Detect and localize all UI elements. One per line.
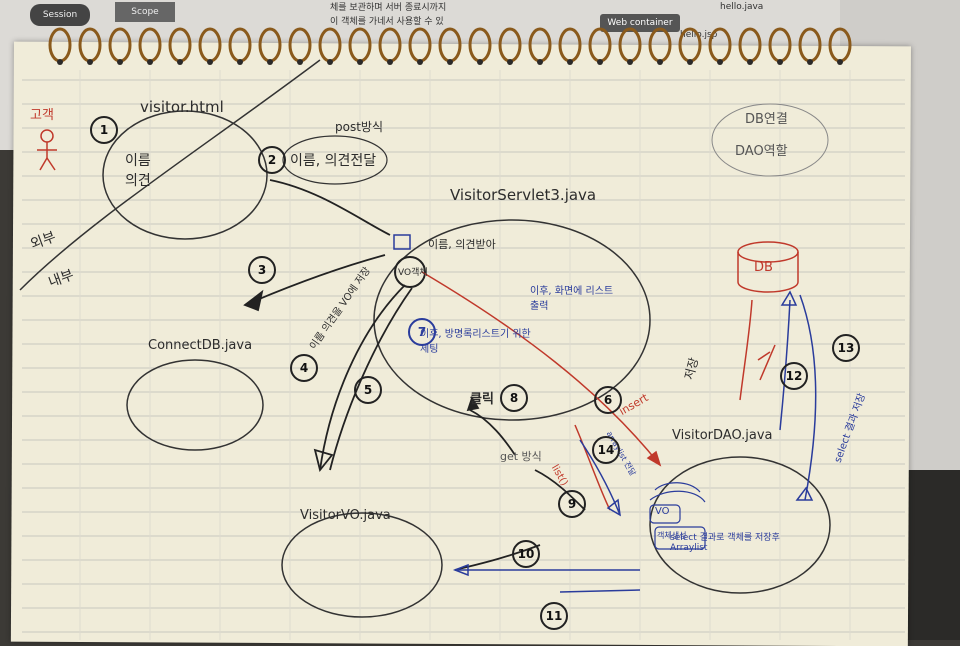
bg-doc-line1: 체를 보관하며 서버 종료시까지 — [330, 3, 447, 13]
step-7: 7 — [408, 318, 436, 346]
step-2: 2 — [258, 146, 286, 174]
visitordao-circle — [649, 456, 831, 594]
step-9: 9 — [558, 490, 586, 518]
step-8: 8 — [500, 384, 528, 412]
visitordao-label: VisitorDAO.java — [672, 428, 773, 443]
blue-arrows — [452, 290, 817, 593]
bg-hello-java: hello.java — [720, 2, 764, 12]
vo-stack — [649, 482, 706, 550]
step-10: 10 — [512, 540, 540, 568]
visitorvo-label: VisitorVO.java — [300, 508, 391, 523]
vo-in-dao-label: VO — [655, 506, 670, 517]
vo-object-circle — [394, 256, 426, 288]
get-method-label: get 방식 — [500, 450, 542, 463]
bg-doc-line2: 이 객체를 가네서 사용할 수 있 — [330, 17, 444, 27]
dao-role-label: DAO역할 — [735, 144, 788, 159]
spiral-rings — [48, 27, 852, 63]
visitor-html-label: visitor.html — [140, 98, 224, 116]
step-5: 5 — [354, 376, 382, 404]
vo-create-label: VO객체 — [398, 268, 428, 278]
step-4: 4 — [290, 354, 318, 382]
db-role-label: DB연결 — [745, 112, 788, 127]
dao-note-13: select 결과로 객체를 저장후 Arraylist — [670, 533, 780, 553]
servlet-note-14: 이후, 화면에 리스트 출력 — [530, 286, 614, 312]
ring-holes — [57, 59, 843, 65]
red-arrows — [421, 271, 776, 511]
receive-name-opinion: 이름, 의견받아 — [428, 238, 496, 251]
db-cylinder — [737, 241, 799, 293]
servlet-circle — [373, 219, 651, 421]
db-label: DB — [754, 260, 773, 275]
step-14: 14 — [592, 436, 620, 464]
post-method-label: post방식 — [335, 120, 383, 134]
boundary-line — [19, 59, 321, 291]
customer-label: 고객 — [30, 108, 54, 123]
visitor-html-circle — [102, 110, 268, 240]
grid-lines — [79, 70, 851, 640]
click-label: 클릭 — [470, 392, 494, 407]
step-6: 6 — [594, 386, 622, 414]
servlet-title: VisitorServlet3.java — [450, 186, 597, 204]
servlet-note-7: 이후, 방명록리스트기 위한 세팅 — [420, 329, 531, 355]
connectdb-circle — [126, 359, 264, 451]
customer-figure — [37, 129, 57, 171]
visitorvo-circle — [281, 512, 443, 618]
bg-session-pill: Session — [30, 4, 90, 26]
objects-list-label: 객체생성 — [657, 531, 687, 540]
name-opinion-label: 이름 의견 — [125, 153, 151, 189]
step-3: 3 — [248, 256, 276, 284]
dark-surface — [905, 470, 960, 640]
db-role-bubble — [711, 103, 829, 177]
vo-box — [393, 234, 411, 250]
bg-scope-box: Scope — [115, 2, 175, 22]
step-13: 13 — [832, 334, 860, 362]
step-1: 1 — [90, 116, 118, 144]
ruled-lines — [22, 79, 905, 633]
connectdb-label: ConnectDB.java — [148, 338, 253, 353]
step-12: 12 — [780, 362, 808, 390]
send-name-opinion: 이름, 의견전달 — [290, 153, 377, 169]
step-11: 11 — [540, 602, 568, 630]
